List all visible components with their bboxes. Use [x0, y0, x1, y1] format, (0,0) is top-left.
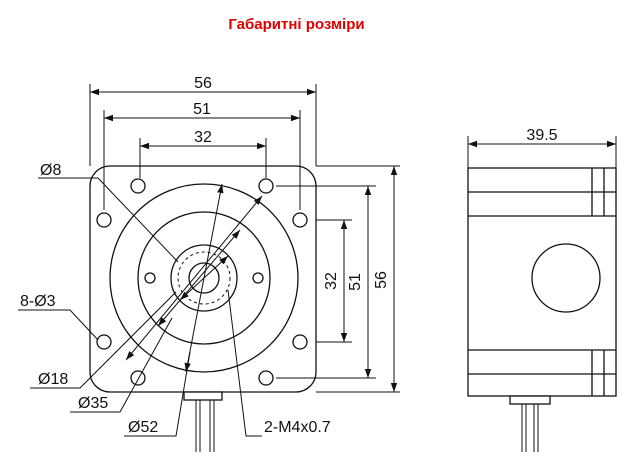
pilot-diameter-label: Ø35: [78, 395, 108, 412]
side-wire-leads: [521, 404, 539, 452]
threaded-holes-label: 2-M4x0.7: [264, 419, 331, 436]
dim-overall-height: 56: [373, 271, 390, 289]
dim-inner-height: 32: [323, 272, 340, 290]
mount-hole-lt: [96, 212, 112, 228]
flange-ring-diameter-label: Ø52: [128, 419, 158, 436]
side-cable-gland: [531, 243, 601, 313]
mount-hole-tl: [130, 178, 146, 194]
front-view: [18, 84, 400, 452]
wire-exit: [183, 391, 223, 401]
mount-hole-br: [258, 370, 274, 386]
side-dim-length: 39.5: [526, 127, 557, 144]
shaft-diameter-label: Ø8: [40, 162, 61, 179]
mount-holes-label: 8-Ø3: [20, 293, 56, 310]
mount-hole-lb: [96, 334, 112, 350]
dim-hole-spacing-height: 51: [347, 273, 364, 291]
side-view: [467, 136, 617, 452]
wire-leads: [195, 400, 215, 452]
dim-hole-spacing-width: 51: [193, 101, 211, 118]
mount-hole-rt: [292, 212, 308, 228]
dim-overall-width: 56: [194, 75, 212, 92]
boss-diameter-label: Ø18: [38, 371, 68, 388]
side-body: [467, 167, 617, 397]
mount-hole-tr: [258, 178, 274, 194]
mount-hole-rb: [292, 334, 308, 350]
dim-inner-width: 32: [194, 129, 212, 146]
mount-hole-bl: [130, 370, 146, 386]
page-title: Габаритні розміри: [228, 16, 365, 33]
side-wire-exit: [509, 395, 551, 405]
